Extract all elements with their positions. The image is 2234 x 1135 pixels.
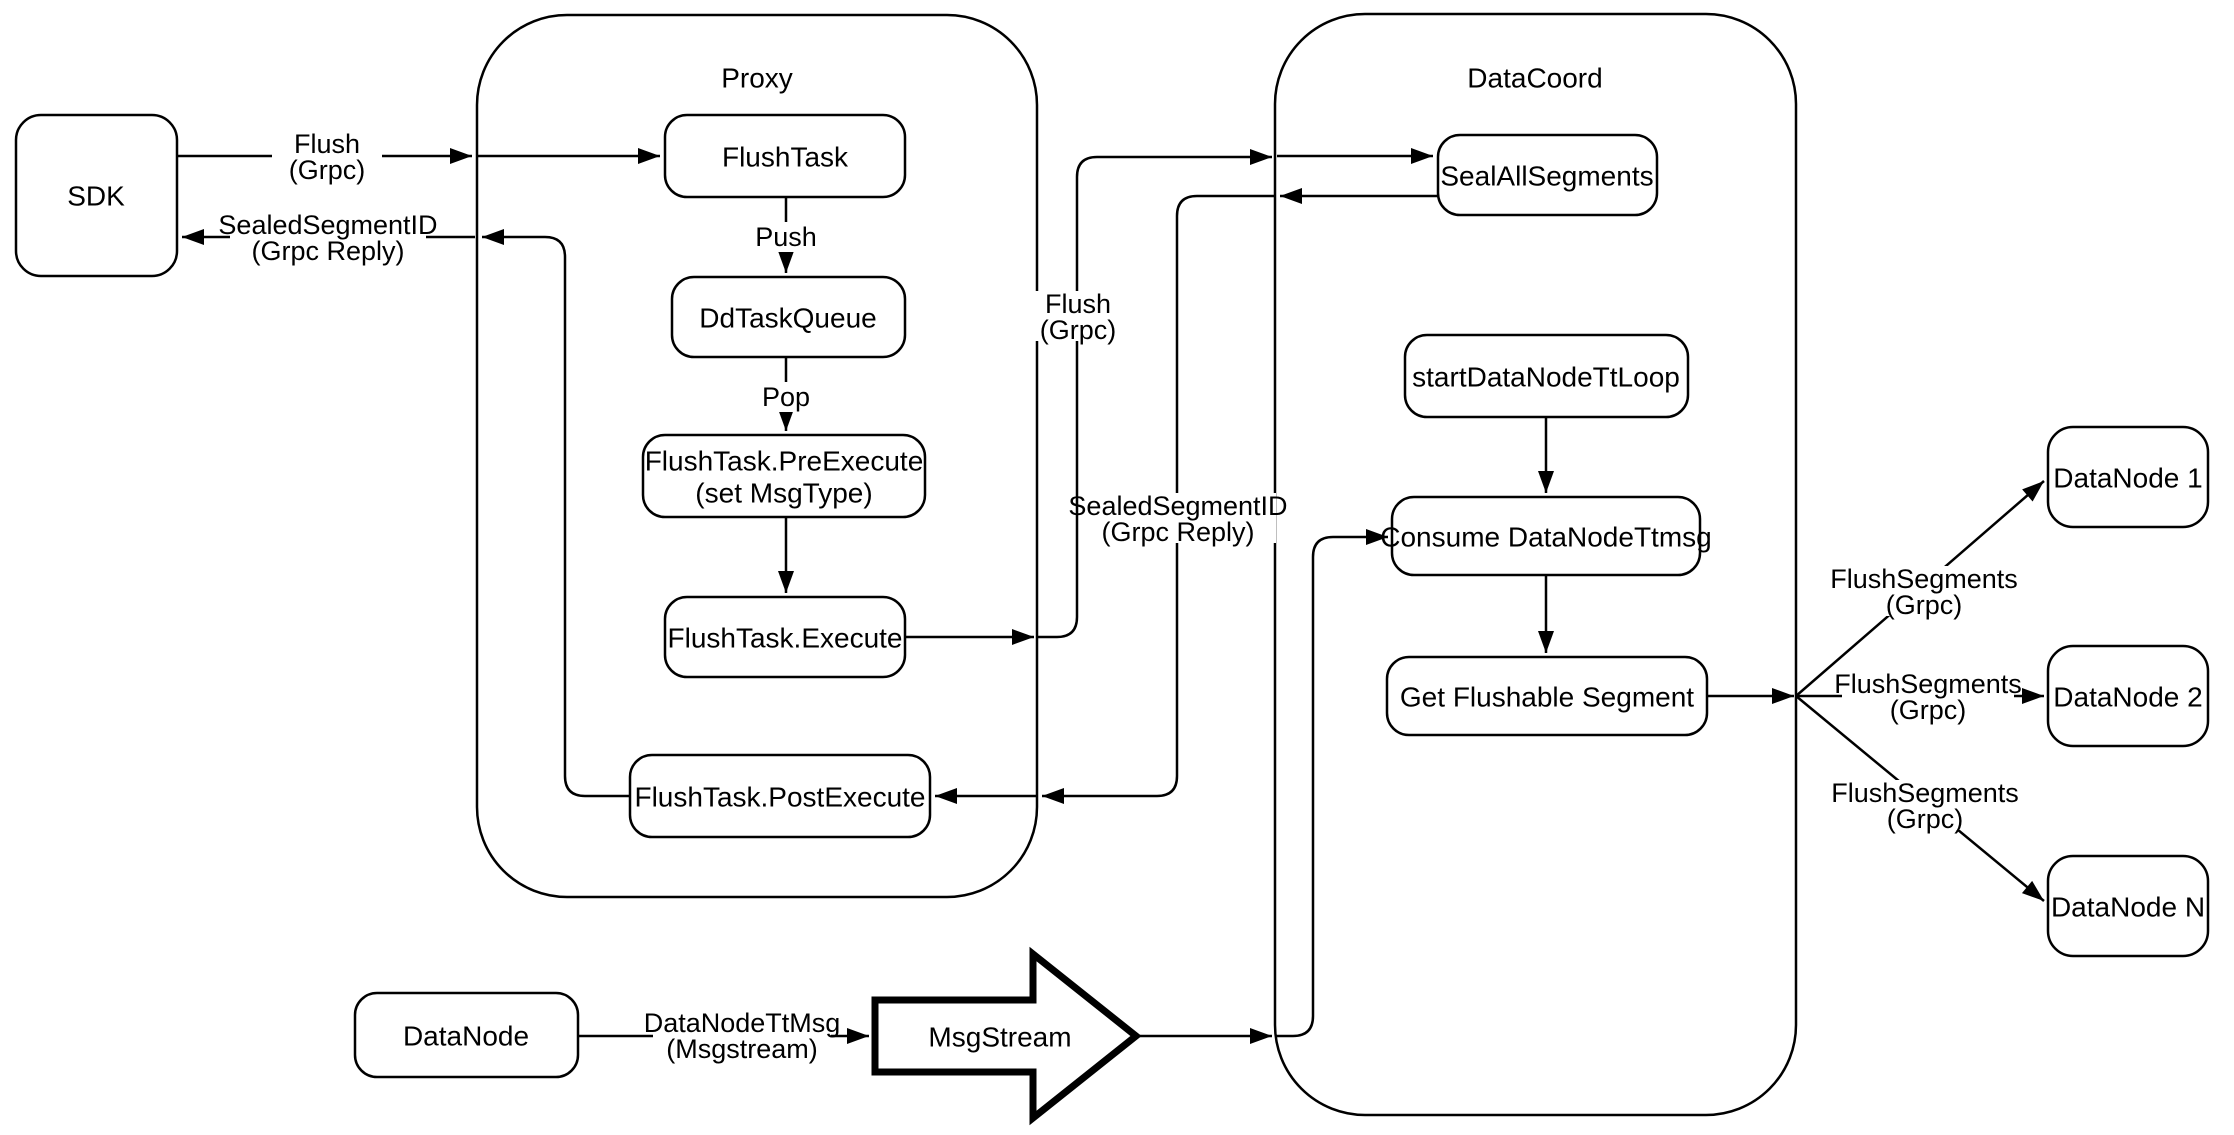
- nodes: SDK FlushTask DdTaskQueue FlushTask.PreE…: [14, 113, 2210, 1126]
- edge-labels: Flush (Grpc) SealedSegmentID (Grpc Reply…: [218, 129, 2021, 1064]
- label-bg: [1032, 291, 1124, 341]
- label-bg: [748, 222, 824, 252]
- edge-label-text: Pop: [762, 382, 810, 412]
- node-box: [2046, 425, 2210, 529]
- node-label: SDK: [67, 181, 125, 212]
- edge-flush-grpc-to-datacoord: [1037, 149, 1272, 639]
- node-datanode-1: DataNode 1: [2046, 425, 2210, 529]
- datacoord-container-group: DataCoord: [1273, 12, 1798, 1117]
- node-flushtask-preexecute: FlushTask.PreExecute (set MsgType): [641, 433, 927, 519]
- node-flushtask: FlushTask: [663, 113, 907, 199]
- node-box: [1385, 655, 1709, 737]
- node-label: MsgStream: [928, 1022, 1071, 1053]
- node-flushtask-execute: FlushTask.Execute: [663, 595, 907, 679]
- edge-postexecute-to-proxy-edge: [482, 229, 630, 798]
- edge-label-text: FlushSegments: [1831, 778, 2019, 808]
- edge-label-text: FlushSegments: [1834, 669, 2022, 699]
- edge-label-text: Push: [755, 222, 817, 252]
- edge-label-sealedsegmentid-mid: SealedSegmentID (Grpc Reply): [1068, 491, 1287, 547]
- node-label: FlushTask.PreExecute: [645, 446, 924, 477]
- label-bg: [230, 212, 426, 262]
- node-sealallsegments: SealAllSegments: [1436, 133, 1659, 217]
- node-box: [663, 595, 907, 679]
- node-consume-datanodettmsg: Consume DataNodeTtmsg: [1380, 495, 1712, 577]
- edge-label-datanode-ttmsg: DataNodeTtMsg (Msgstream): [644, 1008, 841, 1064]
- node-sdk: SDK: [14, 113, 179, 278]
- proxy-container: [475, 13, 1039, 899]
- edge-label-text: FlushSegments: [1830, 564, 2018, 594]
- edge-label-pop: Pop: [753, 382, 819, 412]
- node-get-flushable-segment: Get Flushable Segment: [1385, 655, 1709, 737]
- node-box: [14, 113, 179, 278]
- edge-label-text: (Grpc): [1887, 804, 1964, 834]
- proxy-container-group: Proxy: [475, 13, 1039, 899]
- edge-label-text: (Msgstream): [666, 1034, 818, 1064]
- node-box: [2046, 644, 2210, 748]
- node-label: DataNode N: [2051, 892, 2205, 923]
- node-label: DdTaskQueue: [699, 303, 876, 334]
- datacoord-container-title: DataCoord: [1467, 63, 1602, 94]
- label-bg: [1838, 566, 2010, 616]
- edge-label-text: (Grpc Reply): [1101, 517, 1254, 547]
- node-datanode-n: DataNode N: [2046, 854, 2210, 958]
- node-label: Consume DataNodeTtmsg: [1380, 522, 1711, 553]
- edge-label-text: (Grpc): [1886, 590, 1963, 620]
- node-label: FlushTask: [722, 142, 849, 173]
- node-box: [670, 275, 907, 359]
- msgstream-arrow-shape: [871, 946, 1142, 1126]
- node-label: DataNode 1: [2053, 463, 2202, 494]
- edge-label-text: (Grpc): [1890, 695, 1967, 725]
- node-ddtaskqueue: DdTaskQueue: [670, 275, 907, 359]
- proxy-container-title: Proxy: [721, 63, 793, 94]
- edge-label-text: (Grpc): [1040, 315, 1117, 345]
- node-box: [628, 753, 932, 839]
- node-startdatanodettloop: startDataNodeTtLoop: [1403, 333, 1690, 419]
- edge-label-flushsegments-2: FlushSegments (Grpc): [1834, 669, 2022, 725]
- node-label: startDataNodeTtLoop: [1412, 362, 1680, 393]
- node-box: [2046, 854, 2210, 958]
- node-label: Get Flushable Segment: [1400, 682, 1694, 713]
- node-msgstream: MsgStream: [871, 946, 1142, 1126]
- edge-label-text: Flush: [1045, 289, 1111, 319]
- label-bg: [753, 382, 819, 412]
- node-flushtask-postexecute: FlushTask.PostExecute: [628, 753, 932, 839]
- edge-label-flushsegments-1: FlushSegments (Grpc): [1830, 564, 2018, 620]
- node-box: [1403, 333, 1690, 419]
- node-box: [663, 113, 907, 199]
- node-box: [641, 433, 927, 519]
- label-bg: [653, 1010, 831, 1062]
- datacoord-container: [1273, 12, 1798, 1117]
- label-bg: [272, 131, 382, 181]
- node-label: SealAllSegments: [1440, 161, 1653, 192]
- edge-label-text: Flush: [294, 129, 360, 159]
- edge-label-flushsegments-3: FlushSegments (Grpc): [1831, 778, 2019, 834]
- edge-label-flush-grpc-mid: Flush (Grpc): [1032, 289, 1124, 345]
- node-box: [353, 991, 580, 1079]
- node-label: (set MsgType): [695, 478, 872, 509]
- label-bg: [1080, 493, 1276, 543]
- node-label: DataNode: [403, 1021, 529, 1052]
- edge-label-flush-grpc-sdk: Flush (Grpc): [272, 129, 382, 185]
- node-datanode-bottom: DataNode: [353, 991, 580, 1079]
- edge-msgstream-to-consume: [1275, 529, 1388, 1038]
- edge-label-text: DataNodeTtMsg: [644, 1008, 841, 1038]
- edges: [177, 148, 2045, 1044]
- node-label: DataNode 2: [2053, 682, 2202, 713]
- edge-label-sealedsegmentid-sdk: SealedSegmentID (Grpc Reply): [218, 210, 437, 266]
- edge-label-text: SealedSegmentID: [1068, 491, 1287, 521]
- node-datanode-2: DataNode 2: [2046, 644, 2210, 748]
- edge-label-text: (Grpc Reply): [251, 236, 404, 266]
- edge-label-text: (Grpc): [289, 155, 366, 185]
- label-bg: [1839, 780, 2011, 830]
- node-label: FlushTask.Execute: [668, 623, 903, 654]
- edge-label-text: SealedSegmentID: [218, 210, 437, 240]
- edge-label-push: Push: [748, 222, 824, 252]
- label-bg: [1842, 671, 2014, 721]
- node-label: FlushTask.PostExecute: [634, 782, 925, 813]
- node-box: [1390, 495, 1702, 577]
- node-box: [1436, 133, 1659, 217]
